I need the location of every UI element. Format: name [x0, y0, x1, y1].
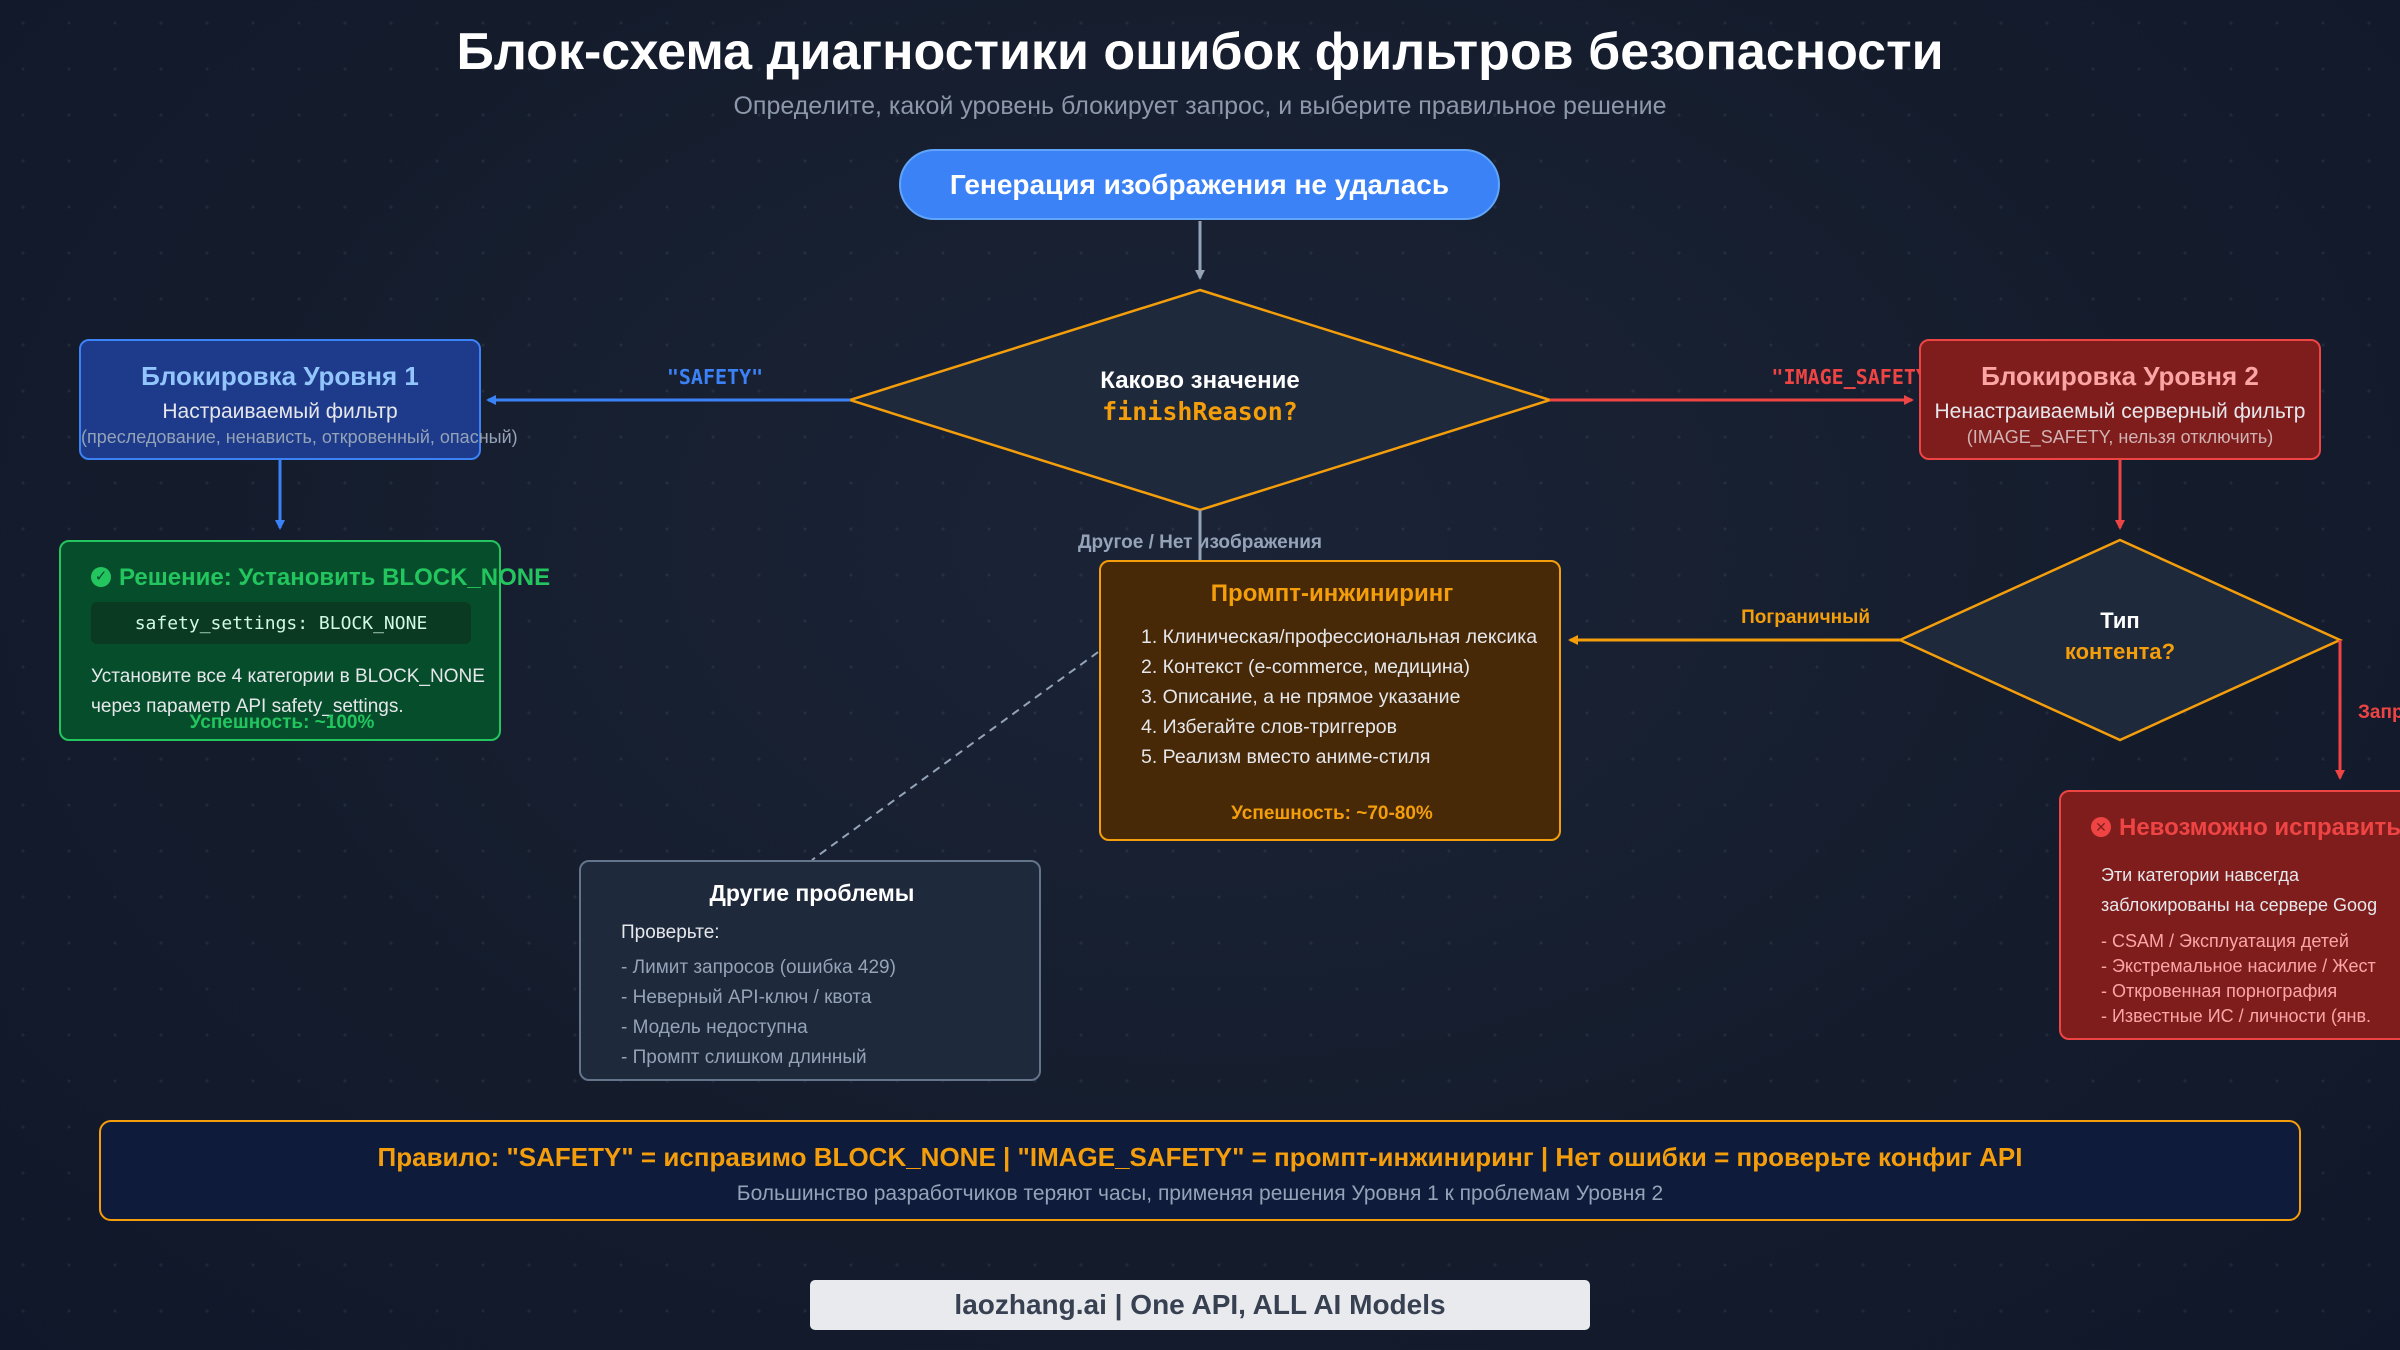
edge-label-safety: "SAFETY": [666, 365, 764, 389]
list-item: - Неверный API-ключ / квота: [621, 987, 872, 1008]
list-item: 1. Клиническая/профессиональная лексика: [1141, 626, 1538, 648]
other-issues-list: - Лимит запросов (ошибка 429) - Неверный…: [621, 953, 896, 1073]
decision-content-line2: контента?: [2064, 639, 2176, 664]
impossible-title: Невозможно исправить: [2119, 814, 2400, 841]
edge-label-image-safety: "IMAGE_SAFETY": [1771, 365, 1940, 389]
list-item: 5. Реализм вместо аниме-стиля: [1141, 746, 1431, 768]
impossible-desc-line1: Эти категории навсегда: [2101, 865, 2300, 885]
impossible-block: ✕ Невозможно исправить Эти категории навс…: [2059, 790, 2400, 1040]
level1-title: Блокировка Уровня 1: [141, 361, 419, 391]
solution-title-row: ✓ Решение: Установить BLOCK_NONE: [91, 564, 550, 592]
level2-note: (IMAGE_SAFETY, нельзя отключить): [1966, 427, 2274, 447]
list-item: - Откровенная порнография: [2101, 981, 2338, 1001]
level2-title: Блокировка Уровня 2: [1981, 361, 2259, 391]
other-issues-block: Другие проблемы Проверьте: - Лимит запро…: [579, 860, 1041, 1081]
rule-main-text: Правило: "SAFETY" = исправимо BLOCK_NONE…: [377, 1142, 2023, 1172]
rule-summary-box: Правило: "SAFETY" = исправимо BLOCK_NONE…: [99, 1120, 2301, 1221]
edge-label-borderline: Пограничный: [1741, 607, 1870, 628]
decision-content-type-diamond: [1896, 538, 2344, 742]
solution-success-rate: Успешность: ~100%: [189, 712, 375, 733]
decision-main-code: finishReason?: [1102, 397, 1298, 426]
rule-sub-text: Большинство разработчиков теряют часы, п…: [736, 1182, 1664, 1205]
list-item: - Известные ИС / личности (янв.: [2101, 1006, 2372, 1026]
prompt-engineering-block: Промпт-инжиниринг 1. Клиническая/професс…: [1099, 560, 1561, 841]
solution-description: Установите все 4 категории в BLOCK_NONE …: [91, 662, 511, 722]
other-issues-title: Другие проблемы: [709, 880, 915, 906]
solution-desc-line2: через параметр API safety_settings.: [91, 696, 404, 717]
edge-label-forbidden: Запр: [2358, 702, 2400, 723]
edge-label-other: Другое / Нет изображения: [1078, 532, 1322, 553]
check-circle-icon: ✓: [91, 566, 111, 587]
solution-desc-line1: Установите все 4 категории в BLOCK_NONE: [91, 666, 485, 687]
level2-subtitle: Ненастраиваемый серверный фильтр: [1934, 400, 2306, 423]
edge-dashed-other: [811, 577, 1201, 861]
start-node: Генерация изображения не удалась: [899, 149, 1500, 220]
x-circle-icon: ✕: [2091, 816, 2111, 837]
impossible-title-row: ✕ Невозможно исправить: [2091, 814, 2400, 842]
list-item: - Модель недоступна: [621, 1017, 808, 1038]
impossible-description: Эти категории навсегда заблокированы на …: [2101, 860, 2377, 920]
page-subtitle: Определите, какой уровень блокирует запр…: [733, 92, 1667, 120]
list-item: - Экстремальное насилие / Жест: [2101, 956, 2376, 976]
solution-block-none: ✓ Решение: Установить BLOCK_NONE safety_s…: [59, 540, 550, 741]
other-issues-lead: Проверьте:: [621, 922, 720, 943]
prompt-engineering-title: Промпт-инжиниринг: [1210, 580, 1454, 607]
list-item: - Промпт слишком длинный: [621, 1047, 867, 1068]
level1-block: Блокировка Уровня 1 Настраиваемый фильтр…: [79, 339, 518, 460]
list-item: - Лимит запросов (ошибка 429): [621, 957, 896, 978]
level2-block: Блокировка Уровня 2 Ненастраиваемый серв…: [1919, 339, 2321, 460]
footer-brand: laozhang.ai | One API, ALL AI Models: [810, 1280, 1590, 1330]
prompt-engineering-success-rate: Успешность: ~70-80%: [1231, 803, 1433, 824]
list-item: - CSAM / Эксплуатация детей: [2101, 931, 2349, 951]
level1-subtitle: Настраиваемый фильтр: [162, 400, 398, 423]
page-title: Блок-схема диагностики ошибок фильтров б…: [456, 23, 1944, 81]
decision-main-question: Каково значение: [1100, 367, 1300, 394]
impossible-list: - CSAM / Эксплуатация детей - Экстремаль…: [2101, 929, 2376, 1029]
solution-title: Решение: Установить BLOCK_NONE: [119, 564, 551, 591]
decision-content-line1: Тип: [2100, 608, 2140, 633]
impossible-desc-line2: заблокированы на сервере Goog: [2101, 895, 2378, 915]
list-item: 3. Описание, а не прямое указание: [1141, 686, 1461, 708]
prompt-engineering-list: 1. Клиническая/профессиональная лексика …: [1141, 622, 1537, 772]
level1-note: (преследование, ненависть, откровенный, …: [81, 427, 518, 447]
list-item: 2. Контекст (e-commerce, медицина): [1141, 656, 1471, 678]
list-item: 4. Избегайте слов-триггеров: [1141, 716, 1398, 738]
solution-code: safety_settings: BLOCK_NONE: [91, 602, 471, 644]
